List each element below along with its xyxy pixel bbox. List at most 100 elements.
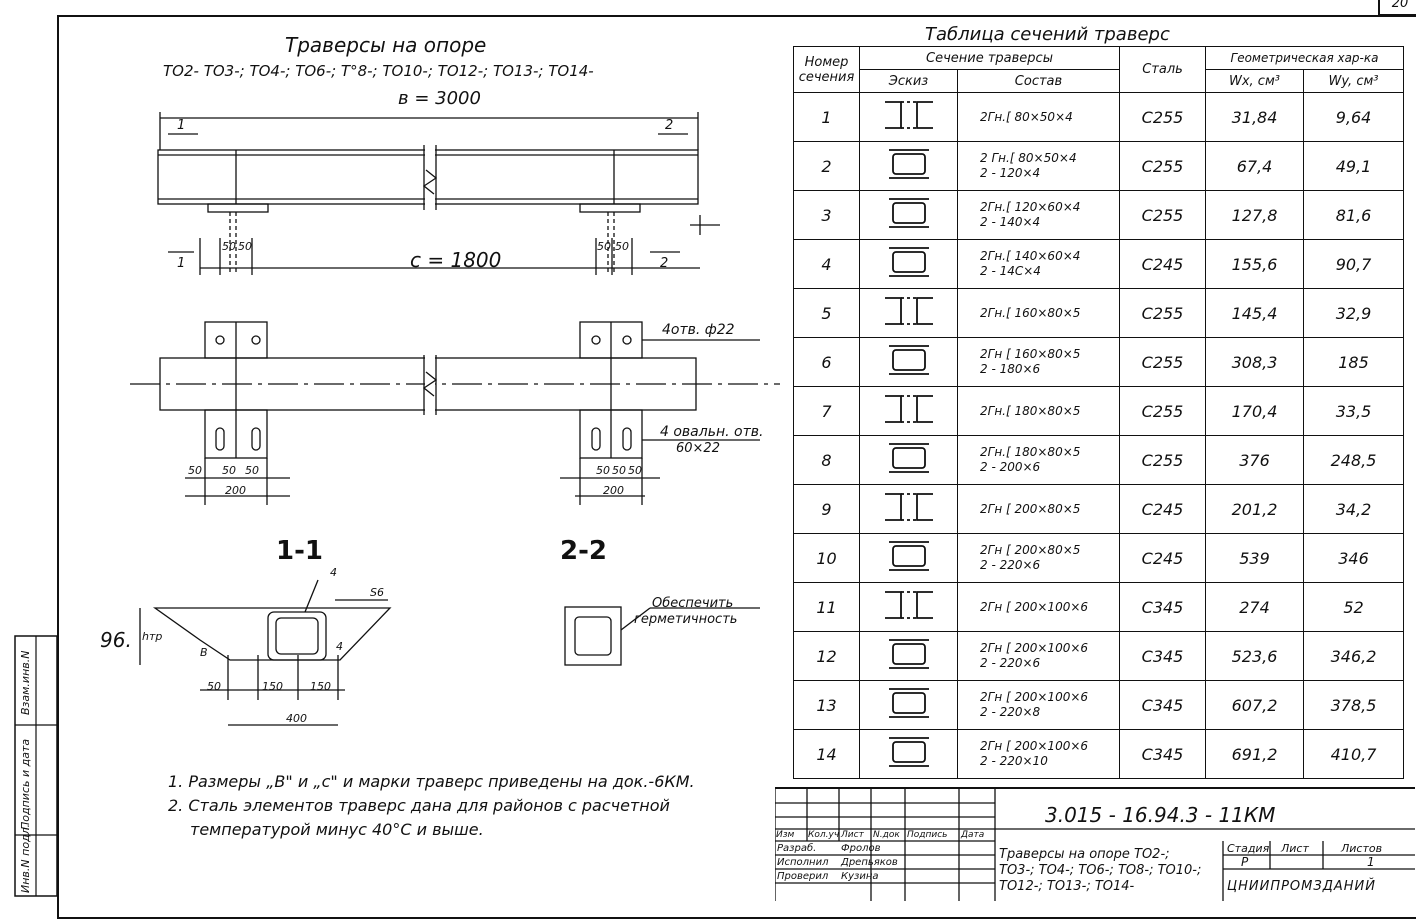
dim-50-j: 50 bbox=[628, 464, 642, 477]
stamp-doc-name-2: ТО3-; ТО4-; ТО6-; ТО8-; ТО10-; bbox=[999, 863, 1202, 878]
dim-50-b: 50 bbox=[238, 240, 252, 253]
row-composition: 2Гн.[ 80×50×4 bbox=[957, 92, 1120, 142]
row-wx: 170,4 bbox=[1205, 386, 1304, 436]
section-sketch-icon bbox=[859, 631, 958, 681]
doc-code: 3.015 - 16.94.3 - 11КМ bbox=[1045, 803, 1276, 827]
row-wx: 274 bbox=[1205, 582, 1304, 632]
table-title: Таблица сечений траверс bbox=[925, 24, 1170, 45]
header-geom: Геометрическая хар-ка bbox=[1205, 46, 1404, 70]
stamp-doc-name-1: Траверсы на опоре ТО2-; bbox=[999, 847, 1170, 862]
stamp-h-sheet: Лист bbox=[1281, 842, 1309, 855]
composition-line-2: 2 - 200×6 bbox=[980, 460, 1041, 474]
header-steel: Сталь bbox=[1119, 46, 1206, 93]
dim-50-k: 50 bbox=[207, 680, 221, 693]
row-wy: 33,5 bbox=[1303, 386, 1404, 436]
seal-note-2: герметичность bbox=[634, 612, 738, 627]
row-wy: 346 bbox=[1303, 533, 1404, 583]
composition-line-1: 2Гн.[ 180×80×5 bbox=[980, 403, 1081, 418]
composition-line-1: 2 Гн.[ 80×50×4 bbox=[980, 151, 1077, 165]
composition-line-1: 2Гн [ 200×80×5 bbox=[980, 543, 1081, 557]
stamp-name-2: Дрепьяков bbox=[841, 857, 898, 868]
dim-c: с = 1800 bbox=[410, 248, 502, 272]
dim-50-f: 50 bbox=[222, 464, 236, 477]
notes: 1. Размеры „В" и „с" и марки траверс при… bbox=[168, 770, 695, 842]
stamp-h-stage: Стадия bbox=[1227, 842, 1270, 855]
composition-line-1: 2Гн [ 200×100×6 bbox=[980, 690, 1089, 704]
section-sketch-icon bbox=[859, 92, 958, 142]
row-composition: 2Гн.[ 180×80×5 bbox=[957, 386, 1120, 436]
stamp-h-list: Лист bbox=[841, 830, 864, 840]
stamp-h-data: Дата bbox=[961, 830, 985, 840]
row-number: 7 bbox=[793, 386, 860, 436]
row-number: 14 bbox=[793, 729, 860, 779]
row-composition: 2Гн [ 200×80×5 bbox=[957, 484, 1120, 534]
row-number: 6 bbox=[793, 337, 860, 387]
row-wx: 201,2 bbox=[1205, 484, 1304, 534]
row-wx: 376 bbox=[1205, 435, 1304, 485]
section-2-2-title: 2-2 bbox=[560, 536, 607, 566]
row-wx: 308,3 bbox=[1205, 337, 1304, 387]
note-1: 1. Размеры „В" и „с" и марки траверс при… bbox=[168, 772, 695, 791]
row-number: 1 bbox=[793, 92, 860, 142]
composition-line-1: 2Гн.[ 80×50×4 bbox=[980, 109, 1073, 124]
composition-line-1: 2Гн.[ 160×80×5 bbox=[980, 305, 1081, 320]
sections-table: Номер сечения Сечение траверсы Сталь Гео… bbox=[793, 46, 1404, 779]
row-steel: С255 bbox=[1119, 337, 1206, 387]
stamp-name-3: Кузина bbox=[841, 871, 879, 882]
row-steel: С345 bbox=[1119, 582, 1206, 632]
row-wy: 248,5 bbox=[1303, 435, 1404, 485]
row-wy: 346,2 bbox=[1303, 631, 1404, 681]
row-wx: 31,84 bbox=[1205, 92, 1304, 142]
dim-50-d: 50 bbox=[615, 240, 629, 253]
label-4-side: 4 bbox=[336, 640, 343, 653]
oval-holes-size: 60×22 bbox=[676, 441, 720, 456]
row-wx: 127,8 bbox=[1205, 190, 1304, 240]
dim-200-b: 200 bbox=[603, 484, 624, 497]
row-wx: 155,6 bbox=[1205, 239, 1304, 289]
row-wy: 49,1 bbox=[1303, 141, 1404, 191]
header-section: Сечение траверсы bbox=[859, 46, 1120, 70]
title-block: 3.015 - 16.94.3 - 11КМ Изм Кол.уч Лист N… bbox=[775, 787, 1415, 901]
section-sketch-icon bbox=[859, 239, 958, 289]
composition-line-1: 2Гн.[ 140×60×4 bbox=[980, 249, 1081, 263]
row-steel: С255 bbox=[1119, 92, 1206, 142]
row-wx: 145,4 bbox=[1205, 288, 1304, 338]
row-steel: С255 bbox=[1119, 141, 1206, 191]
row-steel: С255 bbox=[1119, 190, 1206, 240]
row-wy: 185 bbox=[1303, 337, 1404, 387]
oval-holes-label: 4 овальн. отв. bbox=[660, 424, 764, 440]
row-number: 2 bbox=[793, 141, 860, 191]
dim-b: в = 3000 bbox=[398, 88, 481, 109]
dim-50-g: 50 bbox=[245, 464, 259, 477]
cut-mark-1-top: 1 bbox=[177, 118, 186, 133]
row-steel: С255 bbox=[1119, 386, 1206, 436]
composition-line-2: 2 - 180×6 bbox=[980, 362, 1041, 376]
stamp-h-kol: Кол.уч bbox=[808, 830, 840, 840]
stamp-doc-name: Траверсы на опоре ТО2-; ТО3-; ТО4-; ТО6-… bbox=[999, 847, 1201, 895]
composition-line-2: 2 - 140×4 bbox=[980, 215, 1041, 229]
row-steel: С245 bbox=[1119, 239, 1206, 289]
composition-line-1: 2Гн.[ 120×60×4 bbox=[980, 200, 1081, 214]
row-steel: С245 bbox=[1119, 533, 1206, 583]
row-steel: С255 bbox=[1119, 288, 1206, 338]
section-sketch-icon bbox=[859, 435, 958, 485]
row-wx: 523,6 bbox=[1205, 631, 1304, 681]
row-number: 9 bbox=[793, 484, 860, 534]
drawing-subtitle: ТО2- ТО3-; ТО4-; ТО6-; Т°8-; ТО10-; ТО12… bbox=[163, 62, 594, 80]
round-holes-label: 4отв. ф22 bbox=[662, 322, 735, 338]
section-sketch-icon bbox=[859, 484, 958, 534]
dim-400: 400 bbox=[286, 712, 307, 725]
composition-line-1: 2Гн [ 200×100×6 bbox=[980, 739, 1089, 753]
header-wy: Wy, см³ bbox=[1303, 69, 1404, 93]
